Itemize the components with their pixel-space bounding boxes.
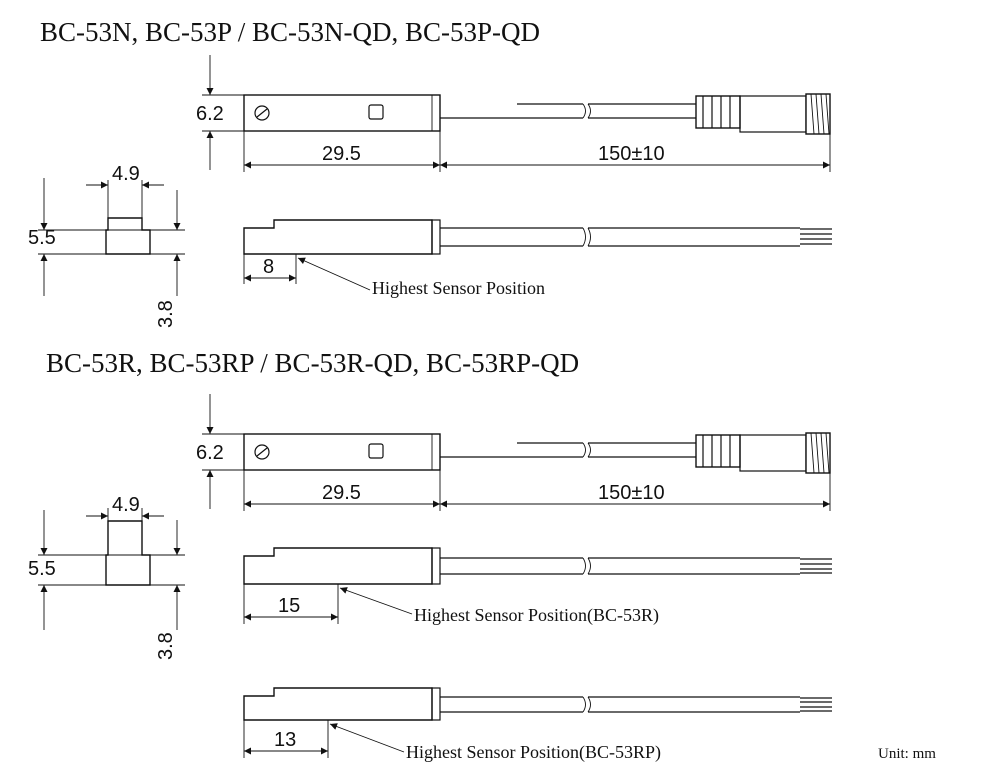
unit-label: Unit: mm bbox=[878, 746, 936, 762]
section-b-top-view: 6.2 29.5 150±10 bbox=[196, 394, 831, 511]
dim-height: 6.2 bbox=[196, 442, 224, 464]
section-b-title: BC-53R, BC-53RP / BC-53R-QD, BC-53RP-QD bbox=[46, 348, 579, 378]
section-b-side-view-r: 15 Highest Sensor Position(BC-53R) bbox=[243, 547, 832, 626]
section-a-title: BC-53N, BC-53P / BC-53N-QD, BC-53P-QD bbox=[40, 17, 540, 47]
dim-body-length: 29.5 bbox=[322, 482, 361, 504]
dim-body-length: 29.5 bbox=[322, 143, 361, 165]
led-window bbox=[368, 104, 384, 120]
section-b-end-view: 4.9 5.5 3.8 bbox=[28, 494, 185, 660]
sensor-body bbox=[243, 94, 441, 132]
dim-end-width: 4.9 bbox=[112, 494, 140, 516]
sensor-position-label-r: Highest Sensor Position(BC-53R) bbox=[414, 605, 659, 626]
dim-end-offset: 3.8 bbox=[155, 300, 177, 328]
section-a-end-view: 4.9 5.5 3.8 bbox=[28, 163, 185, 328]
sensor-position-label-rp: Highest Sensor Position(BC-53RP) bbox=[406, 742, 661, 763]
section-a: BC-53N, BC-53P / BC-53N-QD, BC-53P-QD bbox=[28, 17, 832, 328]
dim-cable-length: 150±10 bbox=[598, 143, 665, 165]
dim-sensor-offset-r: 15 bbox=[278, 595, 300, 617]
dim-cable-length: 150±10 bbox=[598, 482, 665, 504]
led-window bbox=[368, 443, 384, 459]
section-a-top-view: 6.2 29.5 150±10 bbox=[196, 55, 831, 172]
dim-end-height: 5.5 bbox=[28, 227, 56, 249]
dim-end-width: 4.9 bbox=[112, 163, 140, 185]
dim-sensor-offset: 8 bbox=[263, 256, 274, 278]
dim-height: 6.2 bbox=[196, 103, 224, 125]
dim-sensor-offset-rp: 13 bbox=[274, 729, 296, 751]
dim-end-height: 5.5 bbox=[28, 558, 56, 580]
screw-icon bbox=[254, 105, 270, 121]
section-b-side-view-rp: 13 Highest Sensor Position(BC-53RP) bbox=[243, 687, 832, 763]
dim-end-offset: 3.8 bbox=[155, 632, 177, 660]
connector-icon bbox=[695, 432, 831, 474]
connector-icon bbox=[695, 93, 831, 135]
sensor-position-label: Highest Sensor Position bbox=[372, 278, 545, 298]
section-b: BC-53R, BC-53RP / BC-53R-QD, BC-53RP-QD bbox=[28, 348, 832, 763]
section-a-side-view: 8 Highest Sensor Position bbox=[243, 219, 832, 298]
screw-icon bbox=[254, 444, 270, 460]
